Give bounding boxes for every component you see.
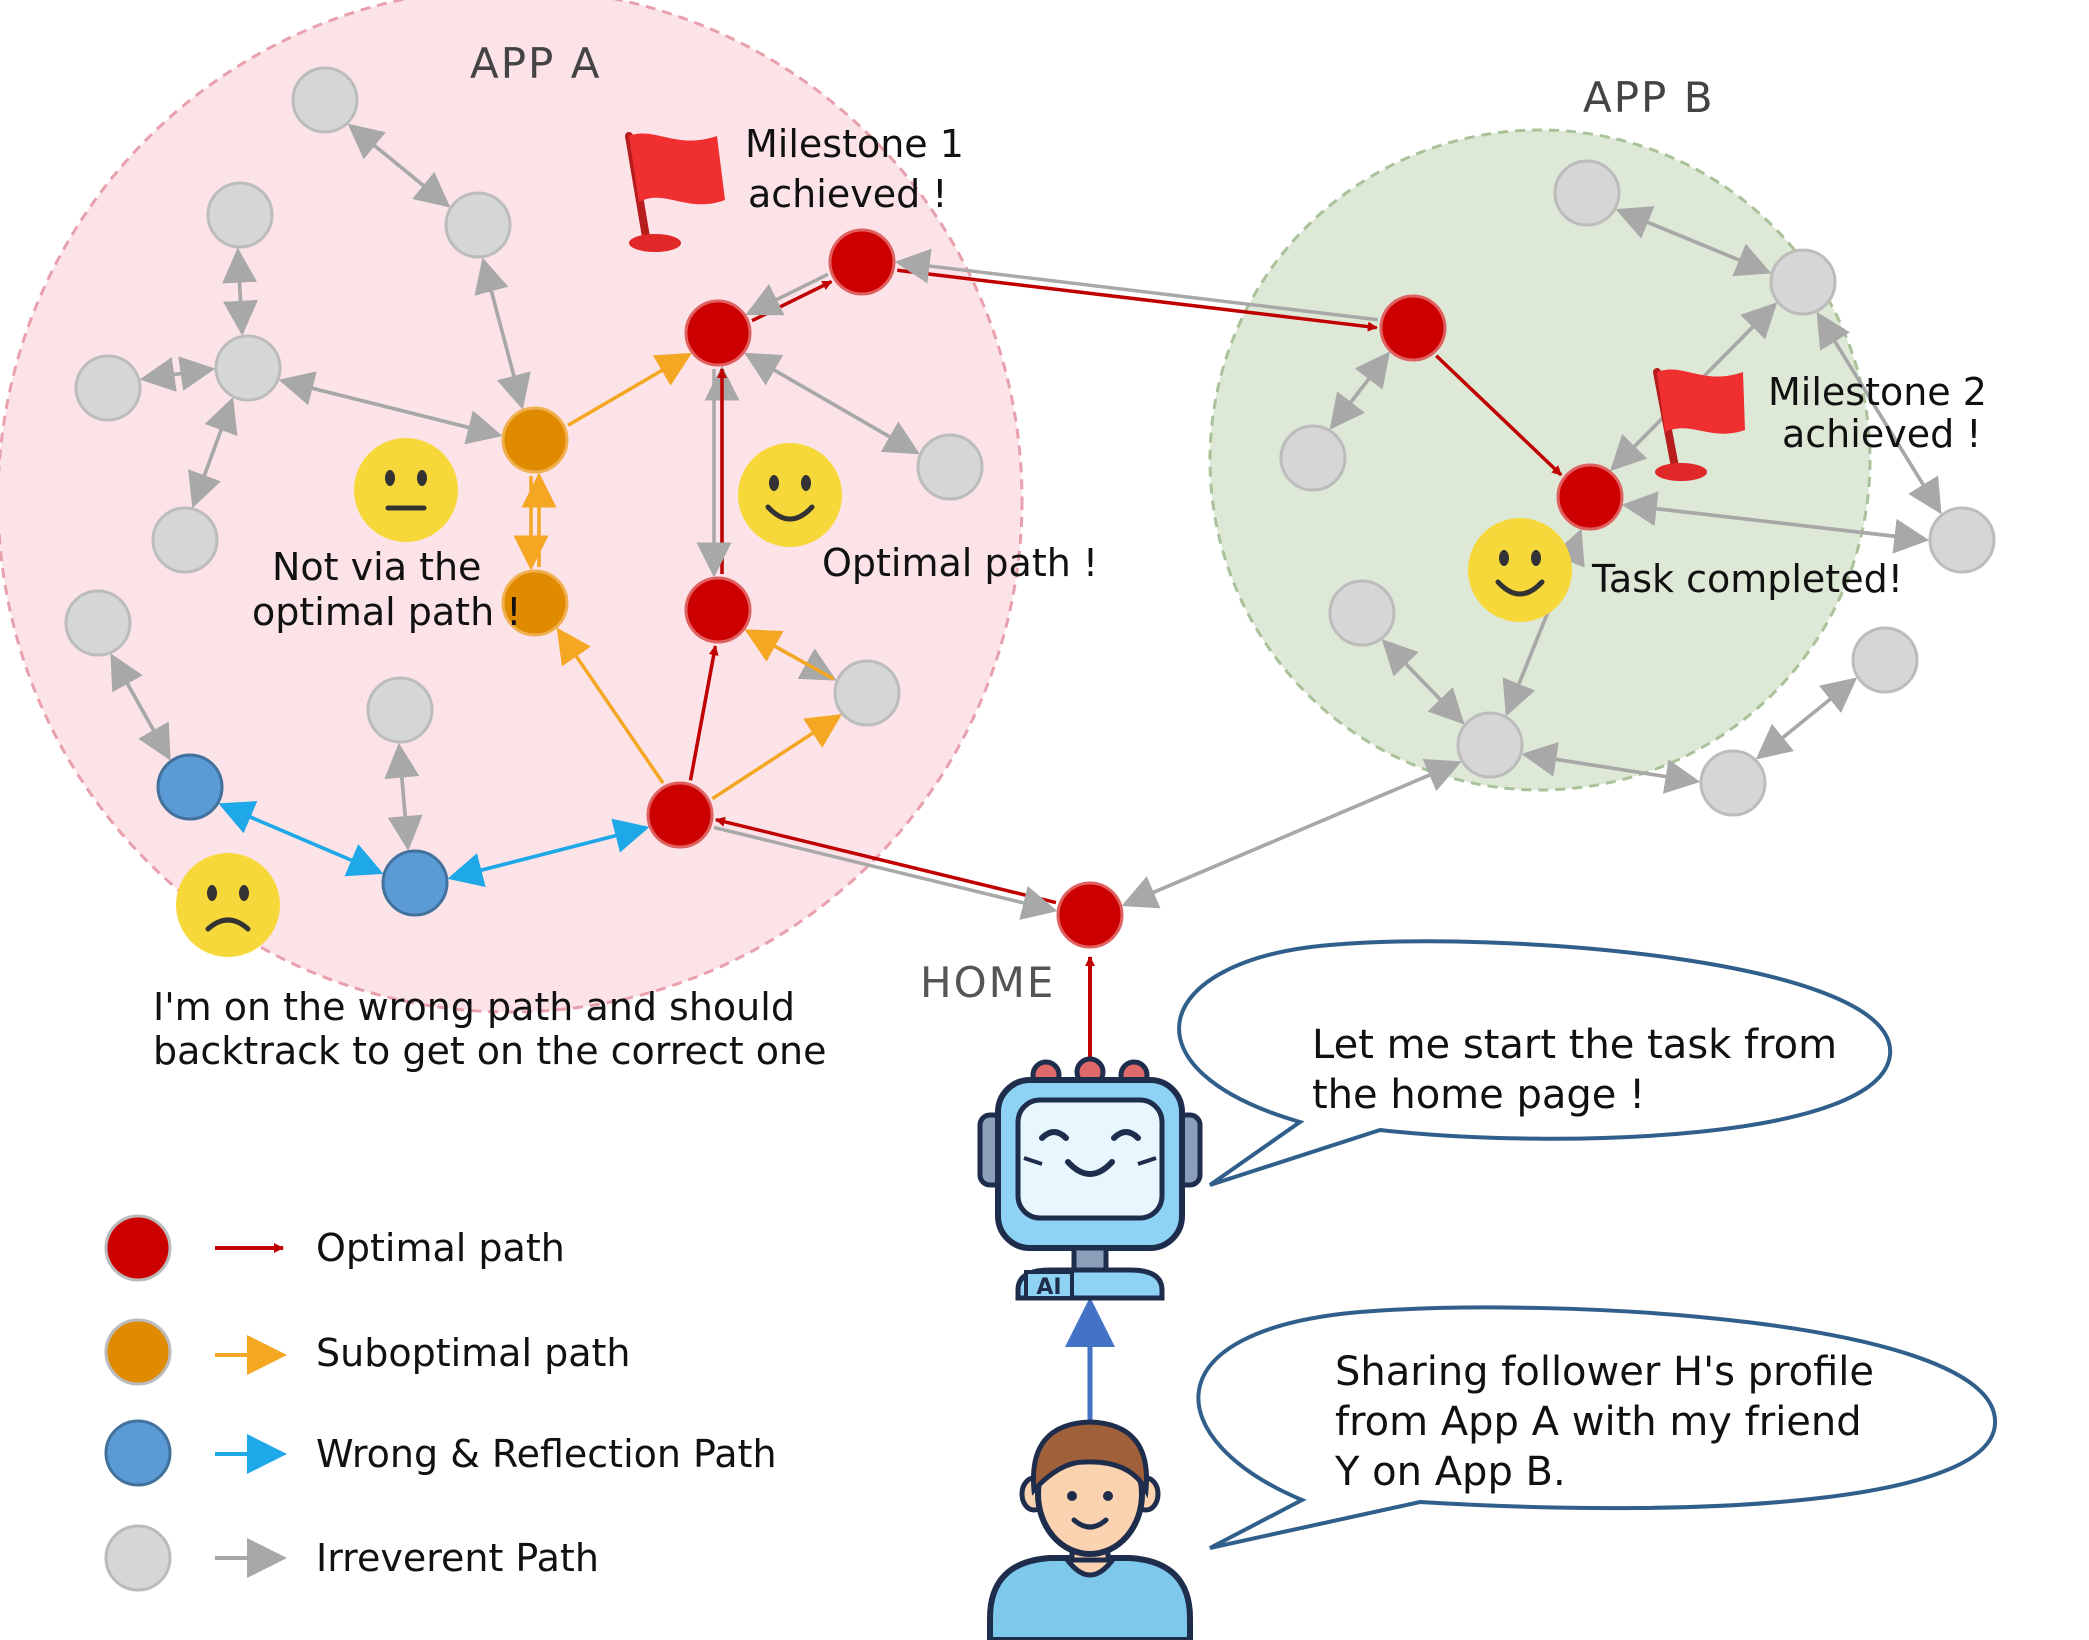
edge-b8-home (1121, 761, 1460, 909)
user-speech-bubble (1196, 1305, 1998, 1550)
not-optimal-label-line2: optimal path ! (252, 590, 521, 634)
milestone-1-label-line2: achieved ! (748, 172, 948, 216)
optimal-label: Optimal path ! (822, 541, 1098, 585)
nodes-layer (64, 66, 1996, 949)
edge-a13-a12 (447, 826, 647, 888)
edge-a12-a11 (384, 742, 420, 848)
legend-node-optimal (104, 1214, 172, 1282)
agent-bubble-line-2: the home page ! (1312, 1072, 1645, 1118)
user-bubble-line-3: Y on App B. (1334, 1449, 1566, 1495)
edge-b10-b8 (1521, 742, 1698, 784)
node-b3 (1379, 294, 1447, 362)
edge-b8-b7 (1381, 639, 1464, 724)
edge-a13-home (713, 825, 1058, 920)
app-b-title: APP B (1583, 73, 1715, 122)
node-a5 (74, 354, 142, 422)
node-a12 (381, 849, 449, 917)
milestone-1-label: Milestone 1 (745, 122, 964, 166)
node-a17 (828, 228, 896, 296)
legend-node-suboptimal (104, 1318, 172, 1386)
node-b6 (1928, 506, 1996, 574)
node-b5 (1556, 463, 1624, 531)
edge-b2-b1 (1615, 206, 1769, 274)
legend-label-irrelevant: Irreverent Path (316, 1536, 599, 1580)
legend: Optimal path Suboptimal path Wrong & Ref… (104, 1214, 777, 1592)
edge-a10-a9 (110, 653, 171, 759)
edge-a4-a3 (222, 247, 258, 333)
edge-a2-a1 (347, 123, 449, 207)
edge-a15-a14 (744, 629, 835, 681)
node-b8 (1456, 711, 1524, 779)
edge-b6-b5 (1621, 491, 1926, 542)
wrong-path-label-line2: backtrack to get on the correct one (153, 1029, 827, 1073)
edge-b4-b3 (1330, 351, 1391, 429)
legend-label-suboptimal: Suboptimal path (316, 1331, 630, 1375)
edge-a7-a2 (474, 257, 524, 407)
user-bubble-line-1: Sharing follower H's profile (1335, 1349, 1874, 1395)
sad-face-icon (176, 853, 280, 957)
node-a4 (214, 334, 282, 402)
node-b1 (1553, 159, 1621, 227)
node-a7 (501, 406, 569, 474)
edge-b6-b2 (1816, 311, 1942, 513)
node-a15 (833, 659, 901, 727)
person-avatar-icon (987, 1419, 1193, 1640)
robot-ai-icon: AI (977, 1056, 1203, 1301)
node-a9 (64, 589, 132, 657)
legend-node-wrong (104, 1419, 172, 1487)
wrong-path-label: I'm on the wrong path and should (153, 985, 795, 1029)
smiling-face-icon (738, 443, 842, 547)
node-a2 (444, 191, 512, 259)
smiling-face-icon (1468, 518, 1572, 622)
edge-a12-a10 (218, 801, 382, 875)
milestone-2-label: Milestone 2 (1768, 370, 1987, 414)
svg-text:AI: AI (1036, 1275, 1061, 1300)
node-b9 (1851, 626, 1919, 694)
task-completed-label: Task completed! (1591, 557, 1903, 601)
node-b10 (1699, 749, 1767, 817)
node-b7 (1328, 579, 1396, 647)
agent-speech-bubble (1177, 939, 1893, 1187)
user-bubble-line-2: from App A with my friend (1335, 1399, 1862, 1445)
home-title: HOME (920, 958, 1055, 1007)
flag-icon (1653, 368, 1745, 481)
node-a1 (291, 66, 359, 134)
node-a16 (684, 299, 752, 367)
node-a6 (151, 506, 219, 574)
edge-a17-a16 (745, 272, 829, 316)
edge-a7-a4 (278, 371, 500, 437)
node-a3 (206, 181, 274, 249)
edge-b10-b9 (1757, 677, 1858, 759)
node-a10 (156, 753, 224, 821)
edge-a17-b3 (897, 268, 1378, 332)
node-a13 (646, 781, 714, 849)
node-b4 (1279, 424, 1347, 492)
node-a14 (684, 576, 752, 644)
flag-icon (625, 132, 725, 252)
edge-a13-a15 (711, 714, 842, 801)
edge-a13-a8 (556, 627, 665, 785)
edge-b3-b5 (1435, 354, 1563, 477)
node-a8 (501, 569, 569, 637)
edge-home-a13 (714, 816, 1057, 905)
edge-a6-a4 (191, 397, 238, 506)
edge-b3-a17 (894, 248, 1378, 322)
agent-bubble-line-1: Let me start the task from (1312, 1022, 1837, 1068)
node-a11 (366, 676, 434, 744)
node-b2 (1769, 248, 1837, 316)
legend-label-optimal: Optimal path (316, 1226, 565, 1270)
legend-node-irrelevant (104, 1524, 172, 1592)
edge-a5-a4 (142, 356, 216, 391)
node-home (1056, 881, 1124, 949)
legend-label-wrong: Wrong & Reflection Path (316, 1432, 777, 1476)
app-a-title: APP A (470, 39, 601, 88)
not-optimal-label: Not via the (272, 545, 481, 589)
neutral-face-icon (354, 438, 458, 542)
edge-a7-a16 (567, 352, 692, 427)
milestone-2-label-line2: achieved ! (1782, 412, 1982, 456)
node-a18 (916, 433, 984, 501)
edge-a13-a14 (688, 645, 719, 781)
edge-a18-a16 (744, 352, 918, 454)
